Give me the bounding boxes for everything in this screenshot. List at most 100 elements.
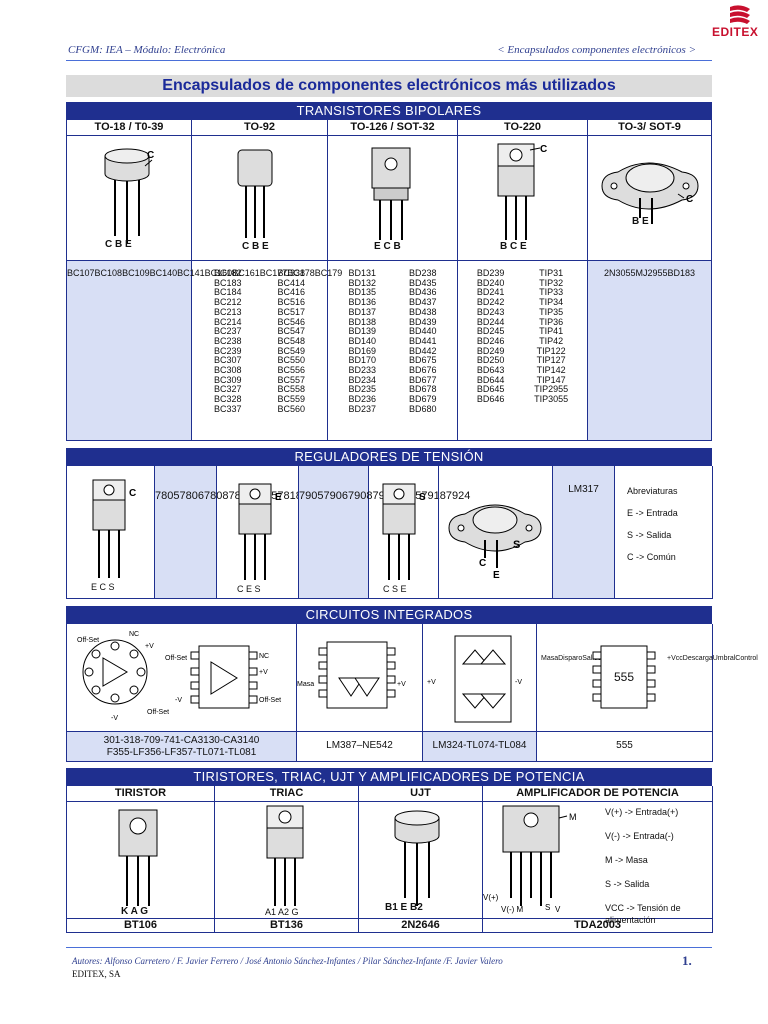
col-to126: TO-126 / SOT-32 (328, 120, 458, 136)
part-number: BD435 (408, 277, 437, 288)
part-number: TIP41 (539, 326, 564, 337)
part-number: TIP32 (539, 277, 564, 288)
part-number: BC416 (277, 287, 306, 298)
triac-package-icon (266, 805, 304, 906)
part-number: BC414 (277, 277, 306, 288)
reg-neg-list: 7905790679087912791579187924 (299, 466, 470, 599)
part-number: BD170 (348, 355, 377, 366)
svg-text:NC: NC (129, 631, 139, 638)
reg-to3-package-icon: S C E (448, 504, 542, 581)
transistor-headers: TO-18 / T0-39 TO-92 TO-126 / SOT-32 TO-2… (66, 120, 713, 136)
part-number: BC550 (277, 355, 306, 366)
amplifier-legend: V(+) -> Entrada(+)V(-) -> Entrada(-)M ->… (605, 806, 711, 938)
svg-text:S: S (513, 539, 520, 551)
part-bt106: BT106 (67, 919, 215, 933)
header-rule (66, 60, 712, 61)
part-number: BC140 (149, 268, 178, 278)
reg-neg-drawing: E C E S (217, 466, 299, 599)
opamp-package-icon: Off-Set NC +V Off-Set Off-Set -V NC +V -… (77, 631, 281, 722)
part-number: BD643 (476, 365, 505, 376)
part-number: BD183 (667, 268, 696, 278)
logo-text: EDITEX (712, 25, 759, 39)
to92-pins: C B E (242, 241, 269, 252)
ic-caption-555: 555 (537, 732, 713, 762)
part-number: BD644 (476, 374, 505, 385)
regulator-part: 7808 (203, 490, 229, 502)
reg-pos-part-list: 7805780678087812781578187824 (155, 466, 326, 503)
part-number: BD676 (408, 365, 437, 376)
svg-text:NC: NC (259, 653, 269, 660)
part-number: BD243 (476, 306, 505, 317)
svg-text:V(+): V(+) (483, 893, 499, 902)
reg-pos-list: 7805780678087812781578187824 (155, 466, 326, 599)
part-number: BC516 (277, 297, 306, 308)
part-number: BD439 (408, 316, 437, 327)
part-number: TIP122 (536, 345, 566, 356)
part-number: BD438 (408, 306, 437, 317)
col-to220: TO-220 (458, 120, 588, 136)
thyristor-package-icon (118, 809, 158, 906)
to3-package-icon: C (601, 162, 699, 224)
to126-drawing: E C B (328, 136, 458, 261)
part-number: BC308 (213, 365, 242, 376)
part-number: TIP147 (536, 374, 566, 385)
lm324-package-icon: +V -V (427, 635, 522, 723)
header-topic: < Encapsulados componentes electrónicos … (497, 44, 696, 56)
to18-parts: BC107BC108BC109BC140BC141BC160BC161BC177… (67, 261, 342, 441)
page-number: 1. (682, 953, 692, 968)
svg-text:-V: -V (111, 715, 118, 722)
part-number: BC558 (277, 384, 306, 395)
part-number: BC307 (213, 355, 242, 366)
amplifier-legend-item: M -> Masa (605, 855, 648, 865)
part-number: BD237 (348, 403, 377, 414)
part-number: BD135 (348, 287, 377, 298)
part-number: BC179 (314, 268, 343, 278)
ujt-pins: B1 E B2 (385, 902, 423, 913)
abbreviation-item: E -> Entrada (627, 508, 678, 518)
to3-pins: B E (632, 216, 649, 227)
part-number: BC238 (213, 335, 242, 346)
ic555-pin-label: Salida (582, 655, 602, 662)
part-number: TIP31 (539, 268, 564, 278)
part-2n2646: 2N2646 (359, 919, 483, 933)
reg-to220-pins: C S E (383, 584, 407, 594)
col-ujt: UJT (359, 786, 483, 802)
to3-drawing: C B E (588, 136, 712, 261)
part-number: BD249 (476, 345, 505, 356)
svg-text:C: C (479, 558, 486, 569)
part-number: BD239 (476, 268, 505, 278)
part-number: BD236 (348, 394, 377, 405)
ic555-pin-label: Control (735, 655, 758, 662)
section-transistores: TRANSISTORES BIPOLARES (66, 102, 712, 120)
reg-pos-drawing: C E C S (67, 466, 155, 599)
part-number: BD131 (348, 268, 377, 278)
part-number: BD241 (476, 287, 505, 298)
ic555-pin-label: Umbral (712, 655, 736, 662)
part-number: BC327 (213, 384, 242, 395)
part-number: BD233 (348, 365, 377, 376)
title-bar: Encapsulados de componentes electrónicos… (66, 75, 712, 97)
svg-text:V(-) M: V(-) M (501, 905, 524, 914)
part-number: BC212 (213, 297, 242, 308)
ic-captions: 301-318-709-741-CA3130-CA3140 F355-LF356… (66, 732, 713, 762)
part-number: BC549 (277, 345, 306, 356)
section-tiristores: TIRISTORES, TRIAC, UJT Y AMPLIFICADORES … (66, 768, 712, 786)
svg-text:E: E (493, 570, 500, 581)
part-number: BD140 (348, 335, 377, 346)
triac-drawing: A1 A2 G (215, 802, 359, 919)
reg-pos-package-icon: C (92, 479, 136, 578)
reg-to220-drawing: S C S E (369, 466, 439, 599)
part-number: BC547 (277, 326, 306, 337)
section-reguladores: REGULADORES DE TENSIÓN (66, 448, 712, 466)
reg-neg-package-icon: E (238, 483, 282, 580)
part-number: BC559 (277, 394, 306, 405)
editex-logo: EDITEX (708, 4, 768, 39)
part-number: BD442 (408, 345, 437, 356)
page-title: Encapsulados de componentes electrónicos… (162, 77, 616, 94)
part-number: TIP35 (539, 306, 564, 317)
regulator-part: 7924 (445, 490, 471, 502)
to92-package-icon (237, 149, 273, 238)
amplifier-legend-item: V(+) -> Entrada(+) (605, 807, 679, 817)
regulator-part: 7918 (421, 490, 446, 502)
svg-text:C: C (129, 488, 136, 499)
